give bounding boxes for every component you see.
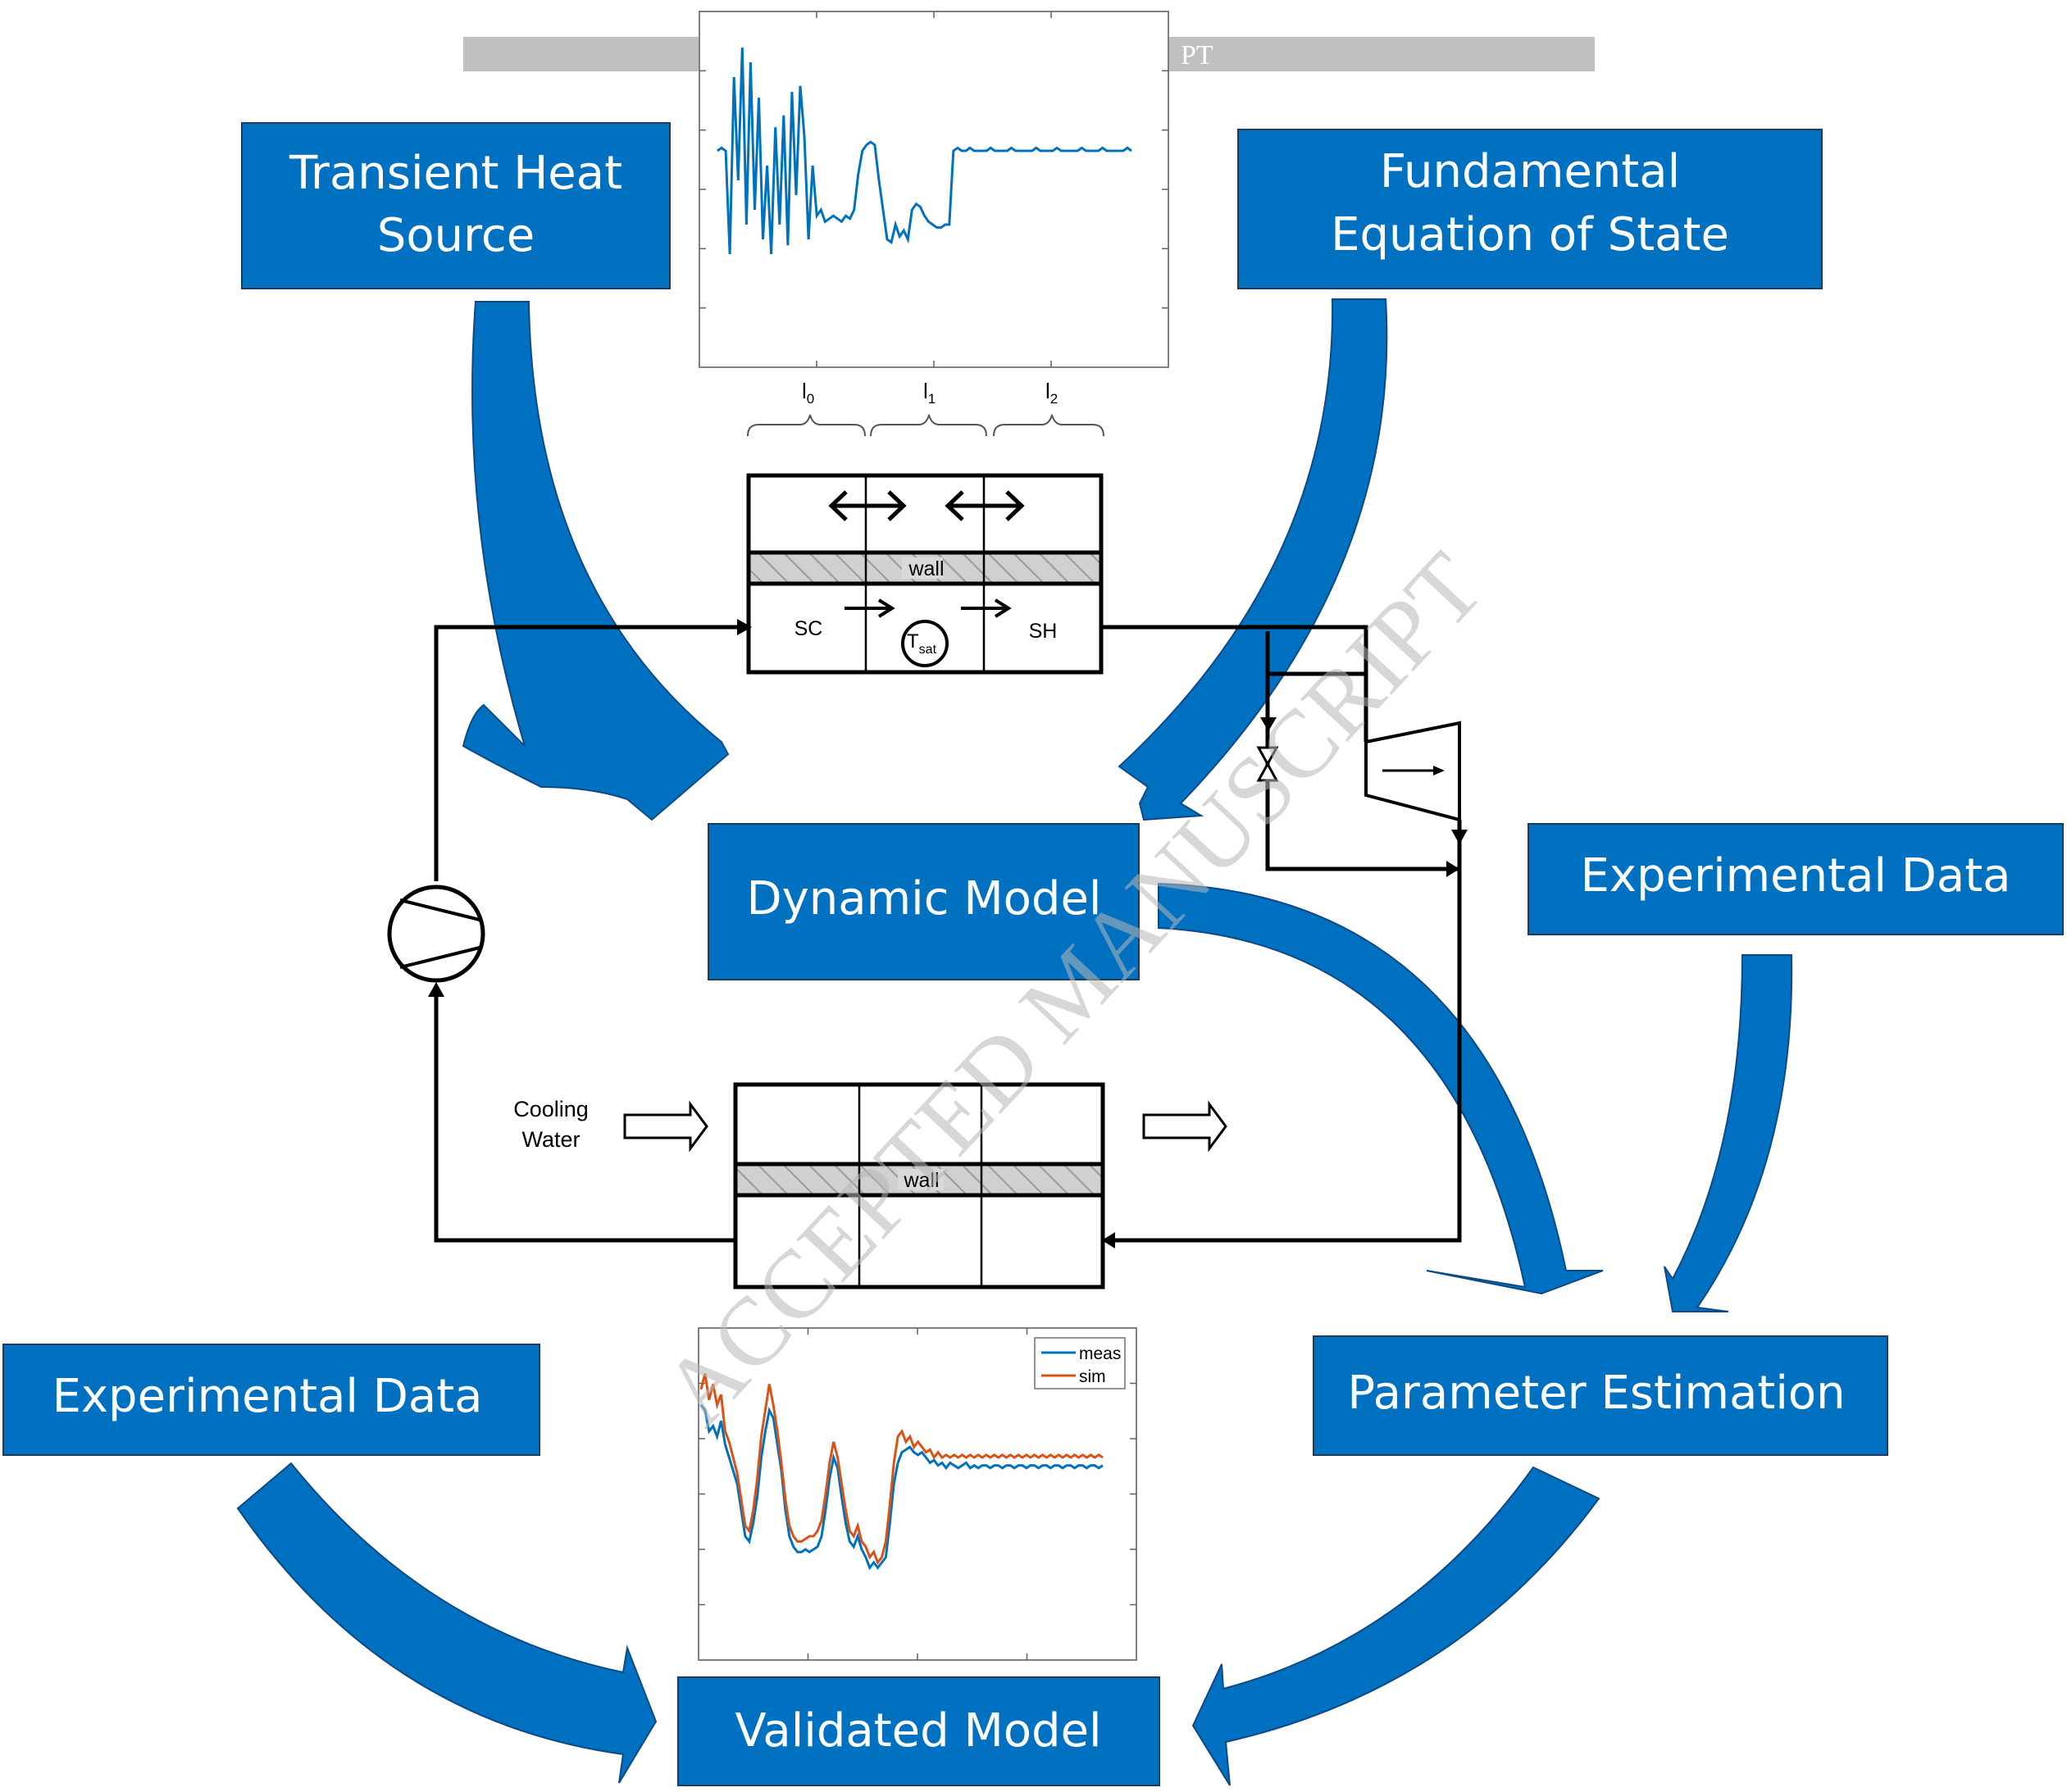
evaporator-flow-arrows <box>845 598 1012 618</box>
heat-source-chart-ticks <box>699 11 1168 367</box>
zone-label-l2: l2 <box>1045 379 1058 407</box>
sc-label: SC <box>794 617 823 640</box>
box-fundamental-eos-line2: Equation of State <box>1331 208 1729 262</box>
evaporator-wall-label: wall <box>908 557 944 580</box>
flow-arrow-estimation-to-validated <box>1191 1466 1600 1786</box>
flow-arrow-experimental-to-estimation <box>1664 954 1793 1312</box>
box-parameter-estimation: Parameter Estimation <box>1313 1335 1888 1456</box>
box-experimental-data-left-label: Experimental Data <box>52 1370 483 1423</box>
pipe-arrowheads <box>428 619 1468 1248</box>
expansion-valve-icon <box>1256 746 1279 782</box>
evaporator-double-arrows <box>828 490 1025 521</box>
sh-label: SH <box>1029 620 1058 643</box>
cooling-water-label-line2: Water <box>521 1127 580 1152</box>
validation-chart-legend: meas sim <box>1034 1337 1126 1389</box>
zone-braces <box>747 414 1104 437</box>
tsat-label: Tsat <box>907 630 937 657</box>
condenser: wall <box>733 1082 1105 1289</box>
box-parameter-estimation-label: Parameter Estimation <box>1347 1367 1845 1420</box>
box-transient-heat-source-line2: Source <box>377 209 535 262</box>
flow-arrow-eos-to-dynamic <box>1118 298 1388 821</box>
tsat-circle <box>901 620 949 667</box>
box-validated-model-label: Validated Model <box>735 1704 1101 1758</box>
box-dynamic-model: Dynamic Model <box>708 823 1140 980</box>
cooling-water-outlet-arrow <box>1142 1100 1227 1153</box>
condenser-wall-label: wall <box>903 1169 939 1192</box>
heat-source-series-line <box>717 47 1132 255</box>
flow-arrow-heat-to-dynamic <box>462 301 730 821</box>
series-line-sim <box>699 1373 1104 1566</box>
box-transient-heat-source-line1: Transient Heat <box>289 147 622 200</box>
box-fundamental-eos: Fundamental Equation of State <box>1237 129 1823 289</box>
flow-arrow-dynamic-to-estimation <box>1158 882 1604 1295</box>
heat-source-chart <box>699 11 1169 368</box>
pump-icon <box>387 885 485 983</box>
legend-label-meas: meas <box>1079 1344 1121 1363</box>
zone-labels: l0 l1 l2 <box>802 379 1058 407</box>
validation-chart-ticks <box>699 1328 1136 1660</box>
zone-label-l0: l0 <box>802 379 814 407</box>
flow-arrow-experimental-to-validated <box>236 1462 658 1784</box>
box-experimental-data-right-label: Experimental Data <box>1581 849 2011 903</box>
legend-label-sim: sim <box>1079 1367 1106 1386</box>
box-experimental-data-left: Experimental Data <box>2 1344 540 1456</box>
watermark-banner-text: PT <box>1181 40 1213 70</box>
zone-label-l1: l1 <box>923 379 936 407</box>
evaporator: wall SC SH Tsat <box>746 473 1104 675</box>
refrigerant-piping <box>434 625 1462 1243</box>
box-transient-heat-source: Transient Heat Source <box>241 122 671 289</box>
cooling-water-inlet-arrow <box>623 1100 708 1153</box>
series-line-meas <box>699 1404 1104 1571</box>
box-fundamental-eos-line1: Fundamental <box>1380 145 1680 198</box>
validation-chart: meas sim <box>698 1327 1137 1661</box>
box-experimental-data-right: Experimental Data <box>1527 823 2064 935</box>
box-dynamic-model-label: Dynamic Model <box>747 872 1102 926</box>
expander-icon <box>1364 721 1461 822</box>
cooling-water-label-line1: Cooling <box>513 1097 589 1121</box>
box-validated-model: Validated Model <box>677 1676 1160 1786</box>
